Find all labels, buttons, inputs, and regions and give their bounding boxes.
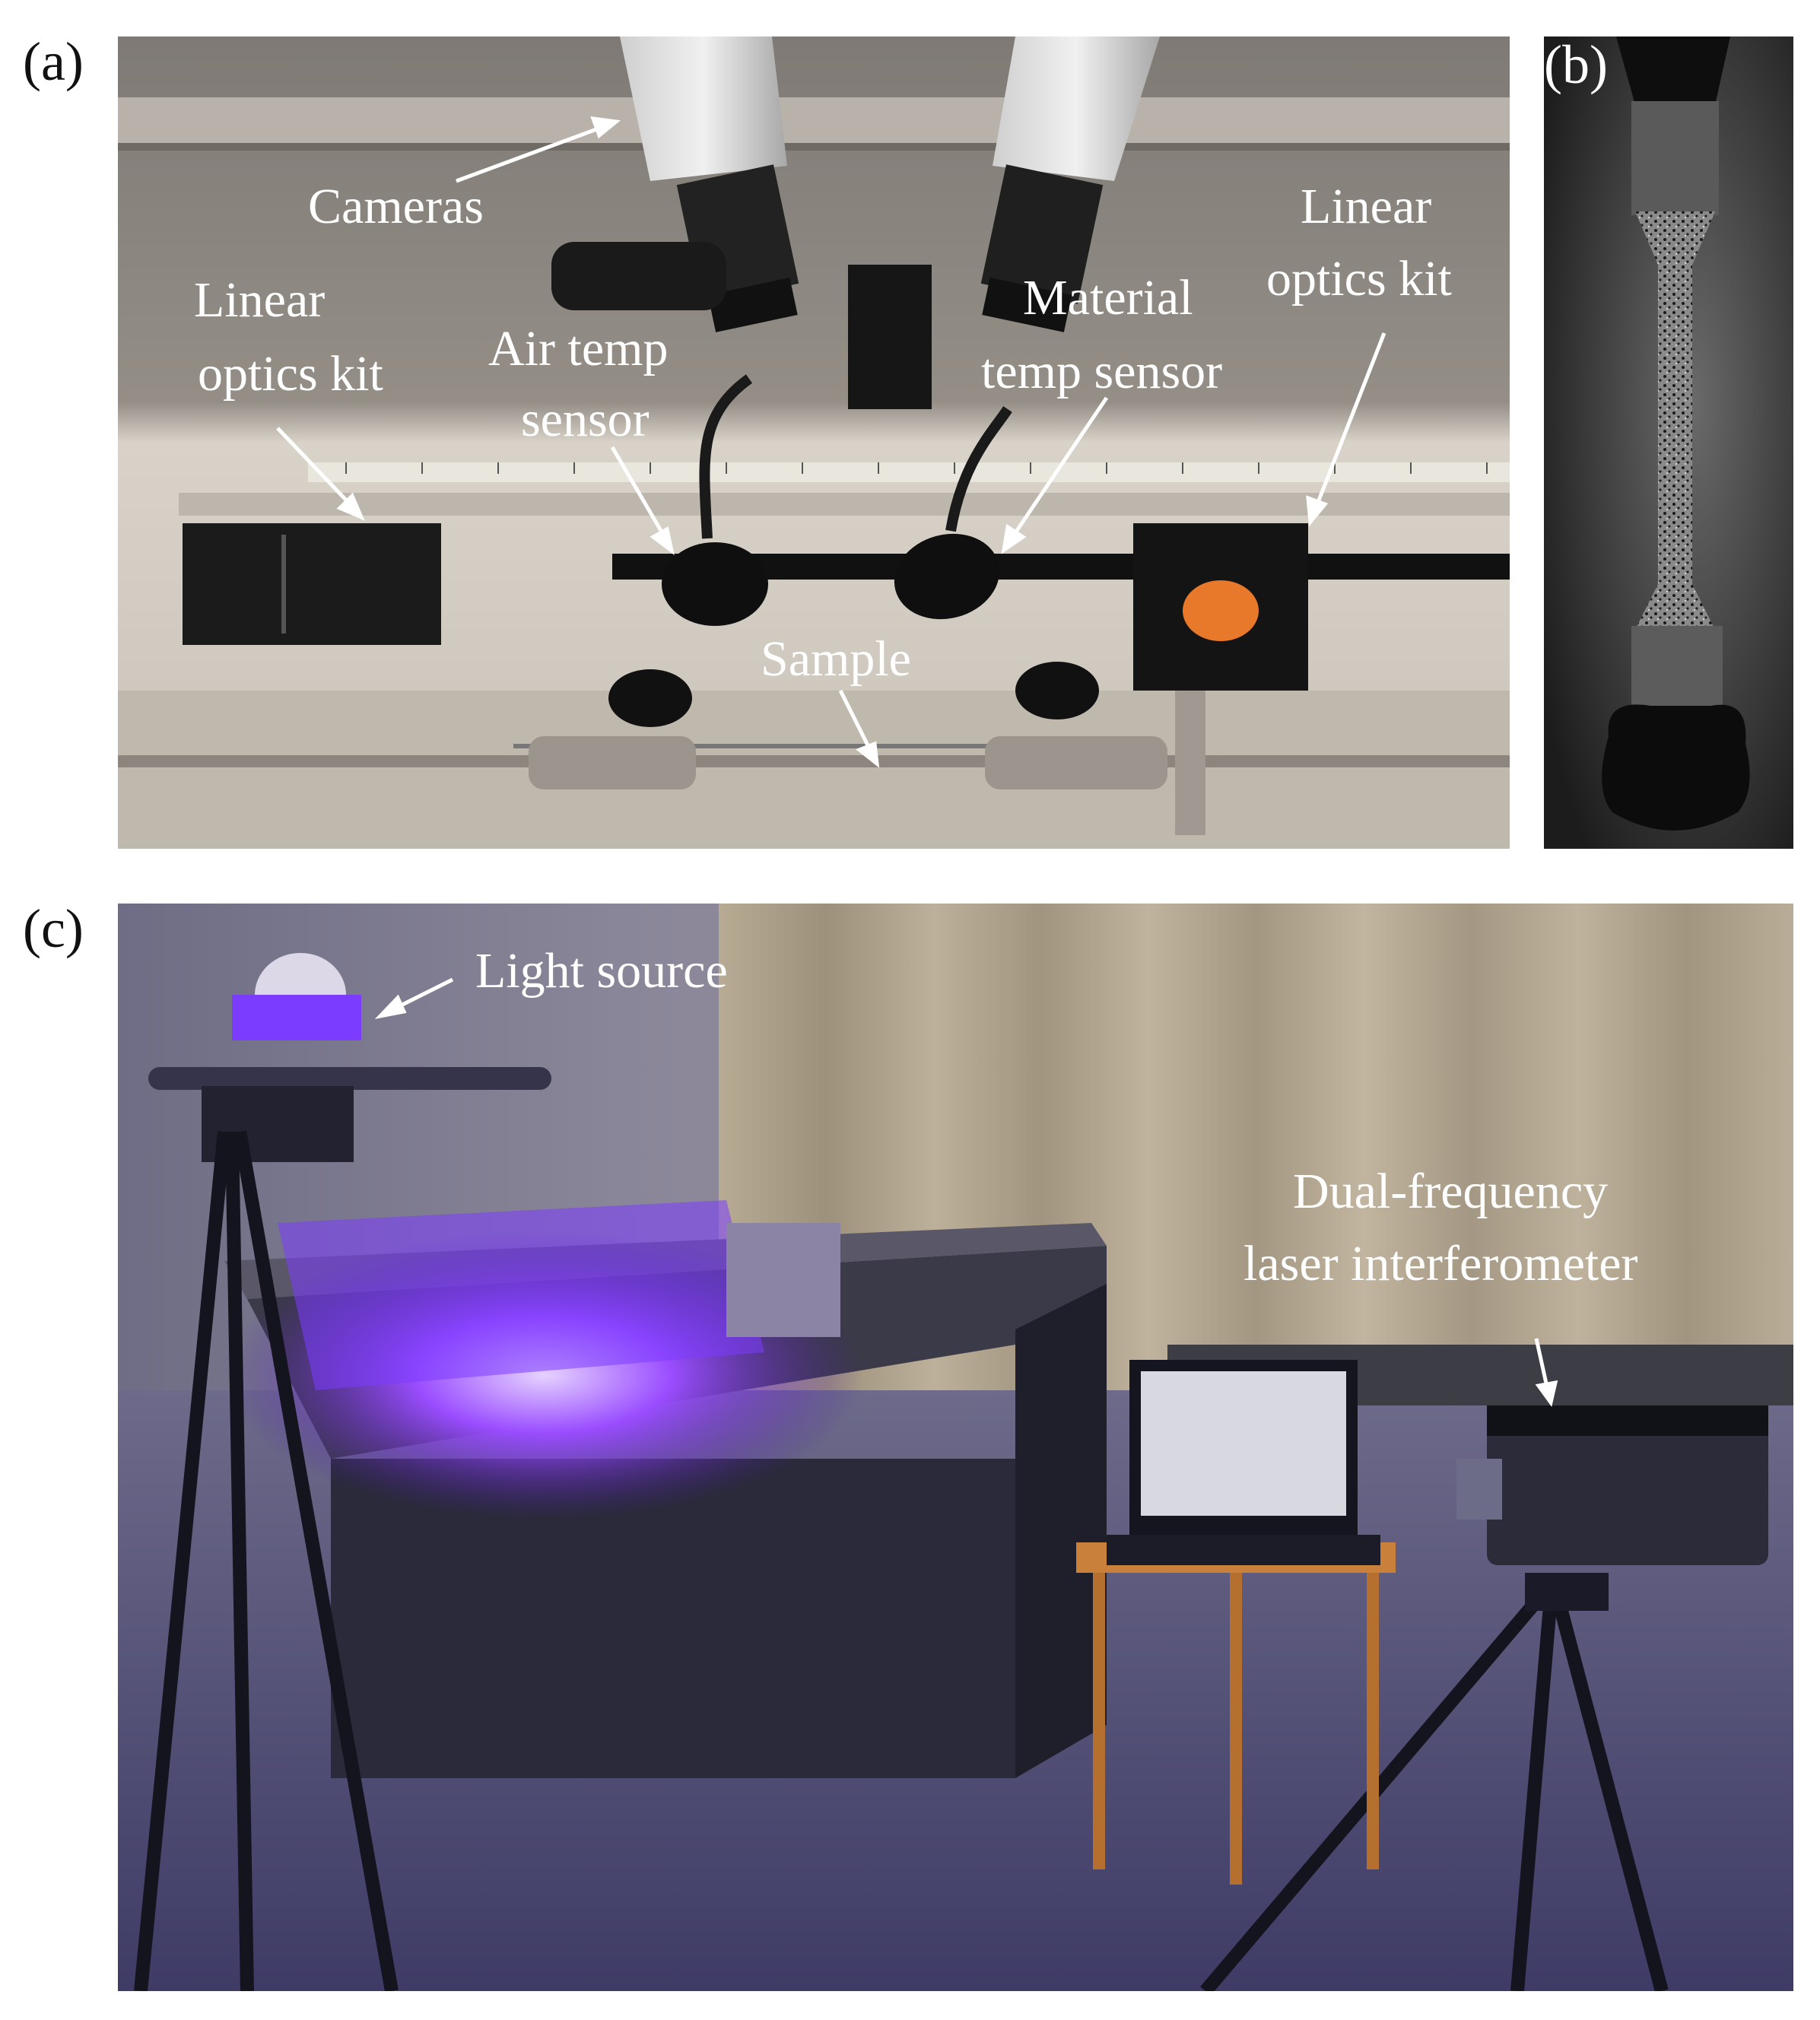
label-air-temp-line1: Air temp (488, 321, 668, 376)
panel-c-photo: Light source Dual-frequency laser interf… (118, 904, 1793, 1991)
panel-a-photo: Cameras Linear optics kit Air temp senso… (118, 37, 1510, 849)
label-linear-optics-kit-right-line1: Linear (1301, 179, 1431, 234)
camera-right (980, 37, 1160, 332)
label-linear-optics-kit-left-line2: optics kit (198, 346, 383, 402)
label-interferometer-line2: laser interferometer (1244, 1236, 1638, 1291)
label-interferometer-line1: Dual-frequency (1293, 1164, 1608, 1219)
panel-b-label: (b) (1544, 37, 1608, 95)
label-linear-optics-kit-left-line1: Linear (194, 272, 325, 328)
panel-b-photo: (b) (1544, 37, 1793, 849)
panel-c-label: (c) (23, 898, 84, 959)
panel-a-label: (a) (23, 31, 84, 92)
label-air-temp-line2: sensor (521, 392, 650, 447)
label-linear-optics-kit-right-line2: optics kit (1266, 251, 1452, 306)
label-material-temp-line1: Material (1023, 270, 1193, 326)
label-sample: Sample (761, 631, 911, 687)
label-cameras: Cameras (308, 179, 484, 234)
label-material-temp-line2: temp sensor (981, 344, 1222, 399)
label-light-source: Light source (475, 943, 728, 999)
